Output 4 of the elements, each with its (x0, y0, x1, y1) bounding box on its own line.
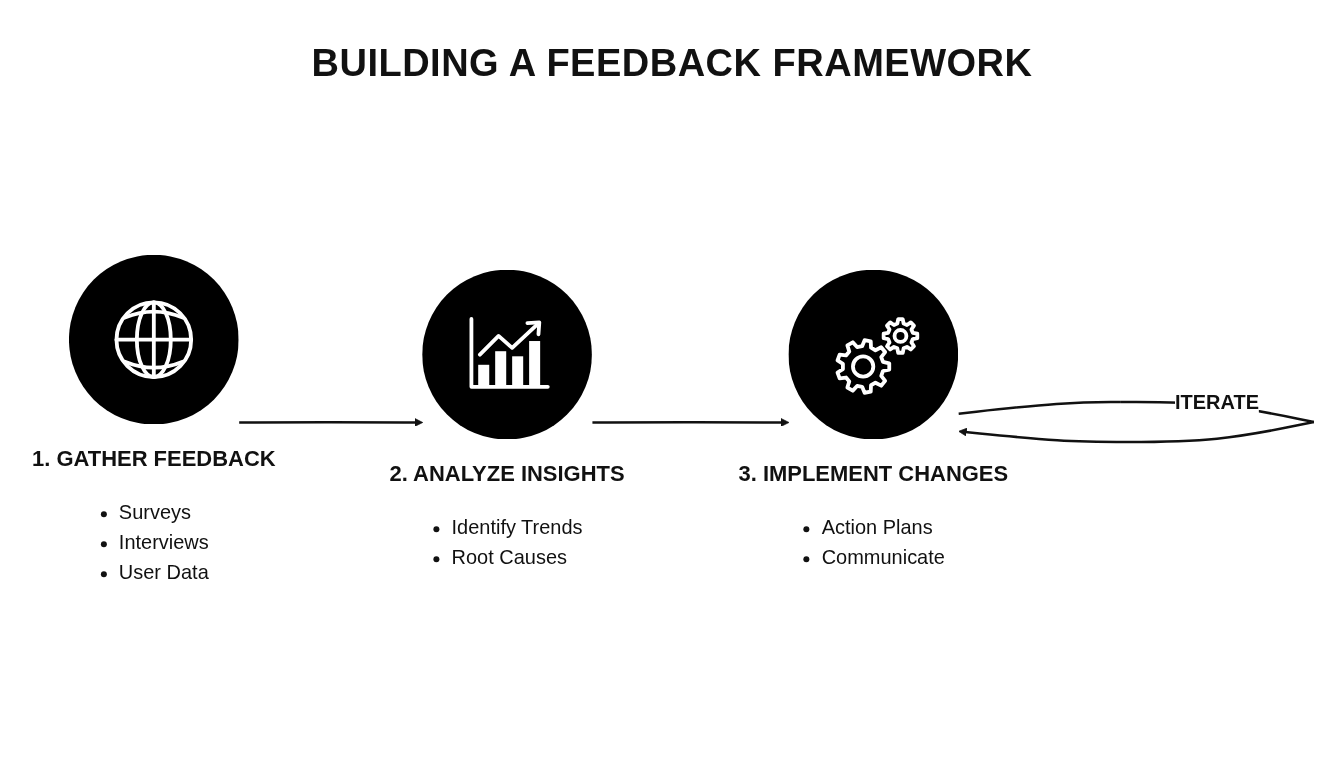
arrow (592, 418, 790, 427)
edge-label: ITERATE (1175, 391, 1259, 413)
diagram-title: BUILDING A FEEDBACK FRAMEWORK (310, 41, 1034, 86)
arrow (239, 418, 424, 427)
